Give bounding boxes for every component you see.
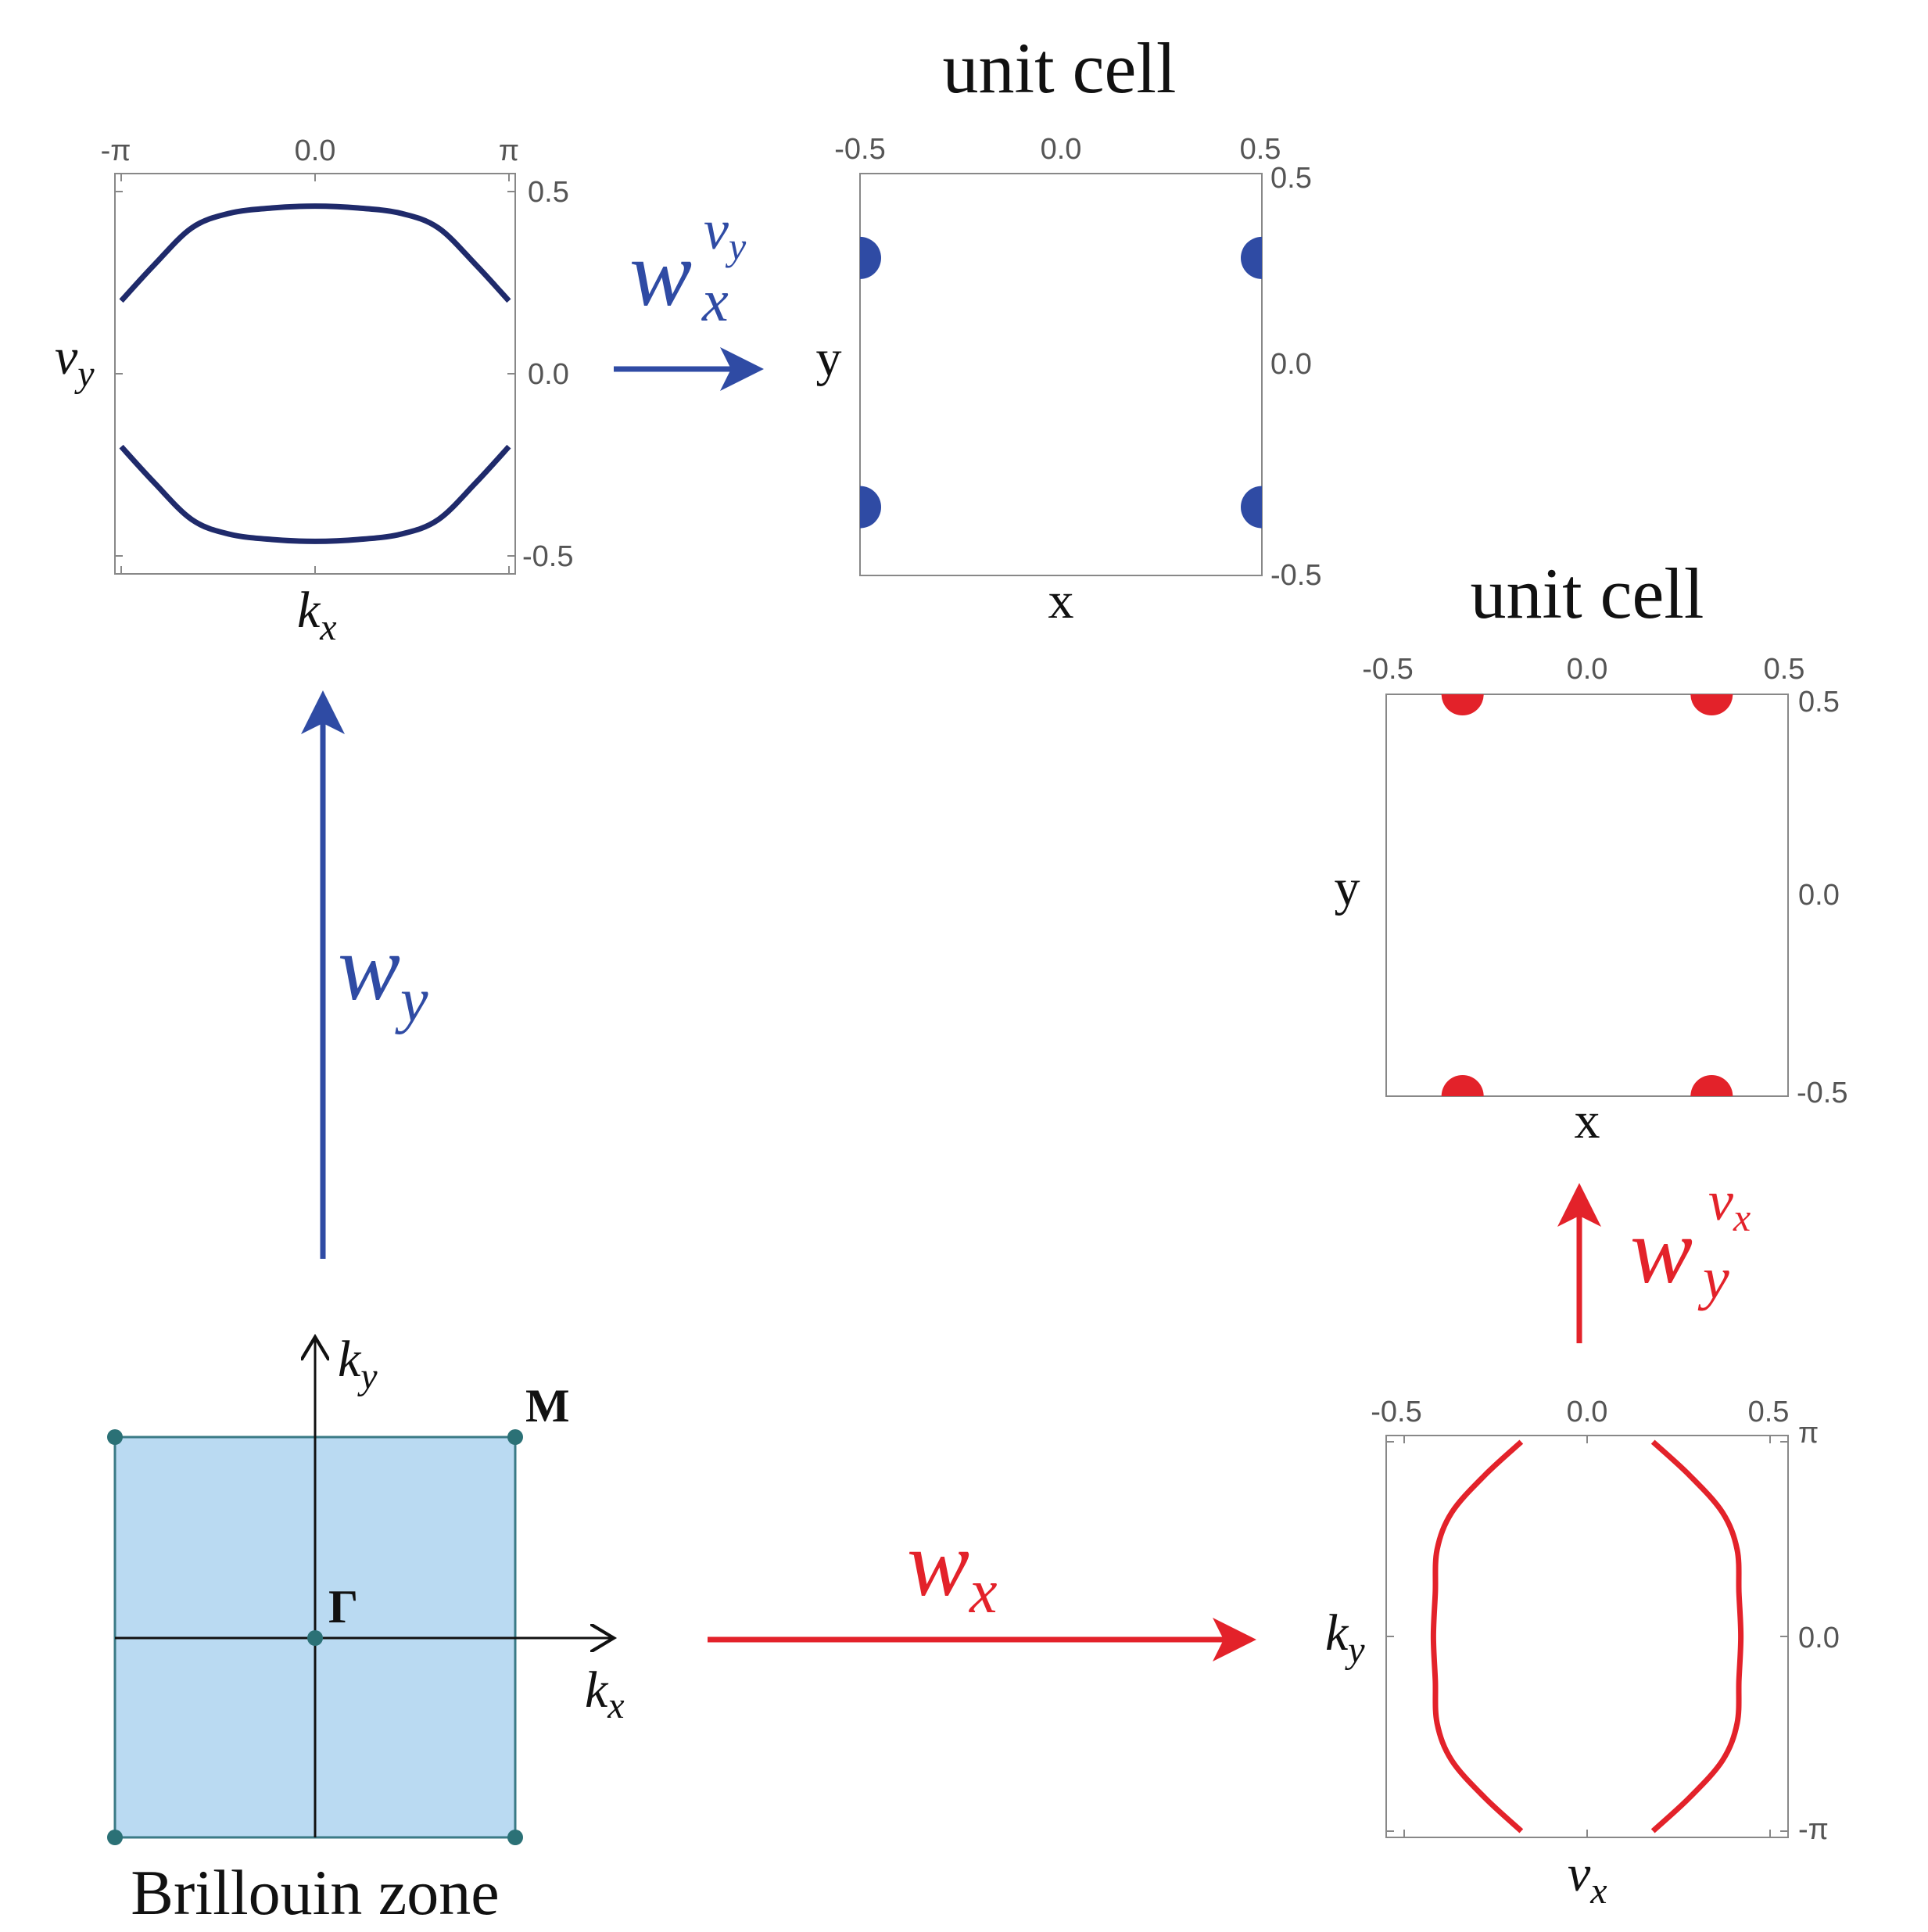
panel-vy-kx-ytick-2: -0.5 <box>522 540 573 573</box>
unit-cell-top-ylabel: y <box>816 330 842 387</box>
unit-cell-right-frame <box>1385 694 1789 1097</box>
bz-caption: Brillouin zone <box>131 1857 499 1928</box>
arrow-wy-label: wy <box>338 916 428 1035</box>
panel-vx-ky-ytick-2: -π <box>1798 1813 1829 1846</box>
panel-vy-kx-ytick-1: 0.0 <box>528 358 569 391</box>
arrow-wy-vx: w y vx <box>1557 1170 1751 1343</box>
unit-cell-top-xtick-1: 0.0 <box>1041 133 1082 166</box>
uc-top-wannier-center-0 <box>860 236 881 279</box>
unit-cell-right-ylabel: y <box>1335 859 1360 916</box>
unit-cell-top-xlabel: x <box>1048 572 1074 629</box>
unit-cell-top-wannier-centers <box>860 236 1262 529</box>
uc-right-wannier-center-2 <box>1441 1075 1484 1096</box>
panel-vx-ky-xtick-0: -0.5 <box>1371 1396 1421 1428</box>
panel-vy-kx-xtick-1: 0.0 <box>295 134 336 167</box>
unit-cell-right-xtick-2: 0.5 <box>1764 653 1805 686</box>
bz-kx-label: kx <box>585 1661 625 1726</box>
panel-vx-ky-ytick-0: π <box>1798 1417 1819 1450</box>
uc-right-wannier-center-1 <box>1690 694 1733 715</box>
uc-top-wannier-center-1 <box>1241 236 1262 279</box>
panel-vy-kx-curves <box>119 203 511 544</box>
unit-cell-top-xtick-2: 0.5 <box>1240 133 1281 166</box>
unit-cell-top-ytick-0: 0.5 <box>1270 162 1312 195</box>
panel-vx-ky-xtick-2: 0.5 <box>1748 1396 1790 1428</box>
uc-right-wannier-center-3 <box>1690 1075 1733 1096</box>
arrow-wx-vy-label-base: w <box>629 221 692 325</box>
unit-cell-top-xtick-0: -0.5 <box>834 133 885 166</box>
panel-vx-ky-ylabel: ky <box>1325 1604 1365 1671</box>
arrow-wy: wy <box>301 690 428 1259</box>
vx-band-line-0 <box>1430 1439 1524 1833</box>
bz-ky-label: ky <box>338 1331 378 1397</box>
bz-corner-dot-tr <box>507 1429 523 1445</box>
panel-unit-cell-top: unit cell -0.5 0.0 0.5 0.5 0.0 -0.5 x y <box>816 28 1322 629</box>
arrow-wx-vy-label-sup: vy <box>704 199 747 268</box>
panel-vy-kx-xtick-0: -π <box>101 134 131 167</box>
vy-band-line-1 <box>119 444 511 544</box>
panel-vy-kx-xtick-2: π <box>499 134 519 167</box>
uc-top-wannier-center-3 <box>1241 486 1262 529</box>
bz-corner-dot-bl <box>107 1830 123 1845</box>
unit-cell-right-title: unit cell <box>1471 554 1704 633</box>
unit-cell-right-ytick-2: -0.5 <box>1797 1077 1847 1109</box>
unit-cell-top-title: unit cell <box>943 28 1177 108</box>
panel-vy-kx-tickmarks <box>115 174 515 574</box>
unit-cell-right-ytick-1: 0.0 <box>1798 879 1840 912</box>
arrow-wx-vy: w x vy <box>614 199 764 391</box>
bz-m-label: M <box>525 1380 570 1432</box>
arrow-wx-label: wx <box>907 1511 998 1626</box>
vx-band-line-1 <box>1650 1439 1744 1833</box>
unit-cell-right-xtick-0: -0.5 <box>1362 653 1413 686</box>
uc-top-wannier-center-2 <box>860 486 881 529</box>
arrow-wy-vx-label-sup: vx <box>1708 1170 1751 1239</box>
unit-cell-right-wannier-centers <box>1441 694 1733 1096</box>
panel-vx-ky: -0.5 0.0 0.5 π 0.0 -π vx ky <box>1325 1396 1840 1912</box>
arrow-wy-vx-label-base: w <box>1630 1199 1693 1303</box>
unit-cell-top-ytick-1: 0.0 <box>1270 348 1312 381</box>
bz-corner-dot-tl <box>107 1429 123 1445</box>
arrow-wx-vy-label-sub: x <box>701 268 729 334</box>
bz-corner-dot-br <box>507 1830 523 1845</box>
bz-gamma-label: Γ <box>328 1581 358 1633</box>
bz-gamma-dot <box>307 1630 323 1646</box>
panel-vx-ky-frame <box>1385 1435 1789 1838</box>
panel-vy-kx-ytick-0: 0.5 <box>528 176 569 209</box>
panel-vy-kx-xlabel: kx <box>297 582 337 648</box>
brillouin-zone: Γ M kx ky Brillouin zone <box>107 1331 625 1928</box>
unit-cell-top-ytick-2: -0.5 <box>1270 559 1321 592</box>
unit-cell-right-xlabel: x <box>1575 1092 1600 1149</box>
arrow-wy-vx-label-sub: y <box>1697 1246 1729 1311</box>
panel-vy-kx-frame <box>114 173 516 575</box>
panel-vx-ky-curves <box>1430 1439 1744 1833</box>
panel-vx-ky-tickmarks <box>1386 1436 1788 1837</box>
unit-cell-top-frame <box>859 173 1263 576</box>
panel-vx-ky-ytick-1: 0.0 <box>1798 1622 1840 1654</box>
panel-vx-ky-xlabel: vx <box>1568 1845 1607 1912</box>
panel-vx-ky-xtick-1: 0.0 <box>1567 1396 1608 1428</box>
panel-vy-kx: -π 0.0 π 0.5 0.0 -0.5 kx vy <box>55 134 573 648</box>
uc-right-wannier-center-0 <box>1441 694 1484 715</box>
panel-unit-cell-right: unit cell -0.5 0.0 0.5 0.5 0.0 -0.5 x y <box>1335 554 1848 1149</box>
panel-vy-kx-ylabel: vy <box>55 328 95 395</box>
unit-cell-right-xtick-1: 0.0 <box>1567 653 1608 686</box>
arrow-wx: wx <box>708 1511 1256 1661</box>
vy-band-line-0 <box>119 203 511 303</box>
unit-cell-right-ytick-0: 0.5 <box>1798 686 1840 719</box>
